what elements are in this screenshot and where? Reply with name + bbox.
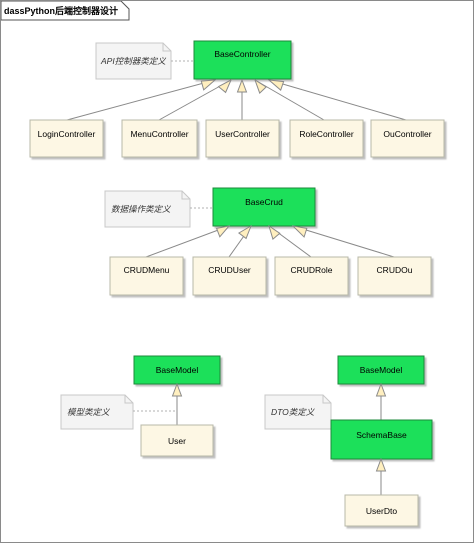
- note-model-text: 模型类定义: [67, 407, 110, 417]
- class-user-dto[interactable]: [344, 494, 419, 527]
- arrowhead-crudrole-to-base: [268, 224, 281, 240]
- class-user-controller[interactable]: [205, 119, 280, 158]
- class-schema-base-label: SchemaBase: [356, 430, 407, 440]
- class-crud-role-label: CRUDRole: [290, 265, 332, 275]
- note-api-text: API控制器类定义: [100, 56, 166, 66]
- arrowhead-schemabase-to-basemodel: [375, 382, 387, 397]
- class-base-controller-label: BaseController: [214, 49, 270, 59]
- class-crud-menu[interactable]: [109, 256, 184, 296]
- class-user-controller-label: UserController: [215, 129, 270, 139]
- note-api-controllers: API控制器类定义: [95, 42, 193, 80]
- note-model: 模型类定义: [60, 394, 177, 430]
- class-base-model-1[interactable]: [133, 355, 221, 385]
- arrowhead-crudmenu-to-base: [215, 225, 231, 238]
- class-crud-user-label: CRUDUser: [208, 265, 251, 275]
- note-crud-text: 数据操作类定义: [111, 204, 171, 214]
- arrowhead-userdto-to-schemabase: [375, 457, 387, 472]
- arrowhead-role-to-base: [254, 78, 268, 94]
- class-role-controller-label: RoleController: [299, 129, 353, 139]
- class-user[interactable]: [140, 424, 214, 457]
- note-dto-text: DTO类定义: [271, 407, 315, 417]
- class-crud-menu-label: CRUDMenu: [124, 265, 170, 275]
- class-crud-role[interactable]: [274, 256, 349, 296]
- arrowhead-login-to-base: [200, 79, 217, 91]
- class-base-model-1-label: BaseModel: [156, 365, 199, 375]
- arrowhead-ou-to-base: [267, 79, 285, 91]
- note-dto: DTO类定义: [264, 394, 332, 430]
- note-crud: 数据操作类定义: [104, 190, 212, 228]
- arrowhead-cruduser-to-base: [237, 224, 252, 240]
- class-base-crud-label: BaseCrud: [245, 197, 283, 207]
- class-base-model-2[interactable]: [337, 355, 425, 385]
- inheritance-edges-controllers: [66, 79, 407, 121]
- class-login-controller-label: LoginController: [38, 129, 96, 139]
- class-base-controller[interactable]: [193, 40, 292, 80]
- arrowhead-menu-to-base: [217, 78, 233, 94]
- class-menu-controller[interactable]: [121, 119, 198, 158]
- class-base-model-2-label: BaseModel: [360, 365, 403, 375]
- class-crud-user[interactable]: [192, 256, 267, 296]
- class-ou-controller-label: OuController: [383, 129, 431, 139]
- class-role-controller[interactable]: [289, 119, 364, 158]
- class-crud-ou-label: CRUDOu: [377, 265, 413, 275]
- class-user-label: User: [168, 436, 186, 446]
- arrowhead-user-to-base: [236, 78, 248, 93]
- diagram-title: dassPython后端控制器设计: [4, 5, 118, 16]
- diagram-title-tab: dassPython后端控制器设计: [1, 1, 130, 21]
- arrowhead-user-to-basemodel: [171, 382, 183, 397]
- class-login-controller[interactable]: [29, 119, 104, 158]
- arrowhead-crudou-to-base: [291, 225, 308, 238]
- class-ou-controller[interactable]: [370, 119, 445, 158]
- generalization-arrowheads: [171, 78, 387, 472]
- class-crud-ou[interactable]: [357, 256, 432, 296]
- class-base-crud[interactable]: [212, 187, 316, 227]
- class-user-dto-label: UserDto: [366, 506, 397, 516]
- class-menu-controller-label: MenuController: [130, 129, 188, 139]
